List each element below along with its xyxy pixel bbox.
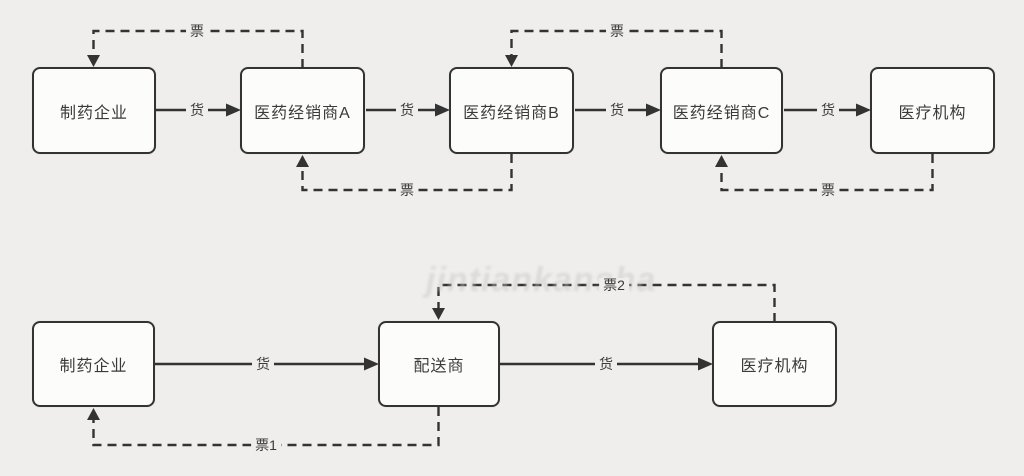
arrowhead-up-icon: [87, 408, 100, 420]
invoice-label: 票1: [251, 438, 281, 452]
goods-label: 货: [396, 103, 418, 117]
goods-label: 货: [252, 357, 274, 371]
node-distributor-b: 医药经销商B: [449, 67, 574, 154]
goods-label: 货: [186, 103, 208, 117]
goods-label: 货: [595, 357, 617, 371]
arrowhead-right-icon: [698, 357, 713, 371]
arrowhead-up-icon: [715, 155, 728, 167]
node-medical-institution-top: 医疗机构: [870, 67, 995, 154]
node-medical-institution-bottom: 医疗机构: [712, 321, 837, 407]
arrowhead-right-icon: [646, 103, 661, 117]
goods-label: 货: [817, 103, 839, 117]
node-distributor-a: 医药经销商A: [240, 67, 365, 154]
node-distributor-c: 医药经销商C: [660, 67, 783, 154]
arrowhead-right-icon: [435, 103, 450, 117]
arrowhead-right-icon: [364, 357, 379, 371]
invoice-dashed-path: [437, 283, 776, 322]
arrowhead-up-icon: [296, 155, 309, 167]
node-pharma-company-top: 制药企业: [32, 67, 156, 154]
invoice-label: 票: [606, 24, 628, 38]
invoice-label: 票: [817, 183, 839, 197]
invoice-label: 票: [186, 24, 208, 38]
arrowhead-down-icon: [432, 308, 445, 320]
arrowhead-right-icon: [856, 103, 871, 117]
node-delivery-company: 配送商: [378, 321, 500, 407]
node-pharma-company-bottom: 制药企业: [32, 321, 155, 407]
arrowhead-down-icon: [505, 55, 518, 67]
invoice-label: 票2: [599, 278, 629, 292]
invoice-label: 票: [396, 183, 418, 197]
arrowhead-right-icon: [226, 103, 241, 117]
goods-label: 货: [606, 103, 628, 117]
arrowhead-down-icon: [87, 55, 100, 67]
